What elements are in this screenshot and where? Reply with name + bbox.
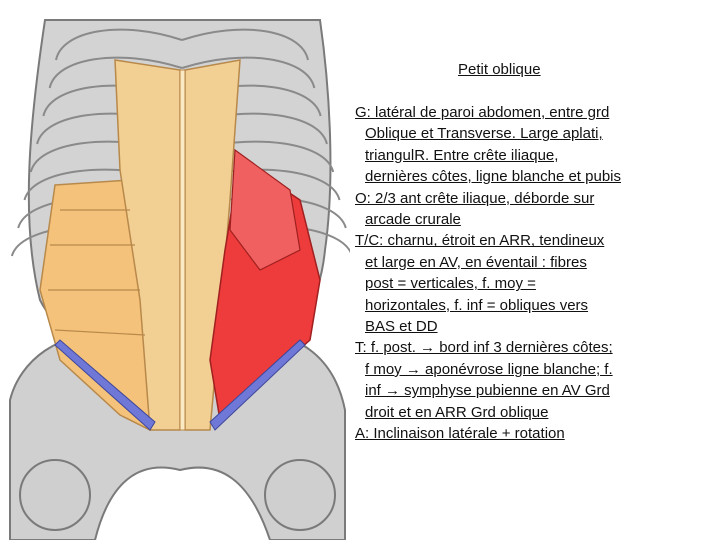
left-tendinous-lines (48, 209, 146, 336)
description-line: A: Inclinaison latérale + rotation (355, 425, 565, 443)
inguinal-ligaments (54, 339, 306, 431)
description-line: droit et en ARR Grd oblique (365, 403, 549, 421)
description-line: et large en AV, en éventail : fibres (365, 253, 587, 271)
right-inguinal-ligament (209, 339, 306, 431)
right-hip-joint (264, 459, 336, 531)
description-line: T: f. post. → bord inf 3 dernières côtes… (355, 339, 613, 357)
left-inguinal-ligament (54, 339, 156, 431)
description-line: f moy → aponévrose ligne blanche; f. (365, 360, 613, 378)
description-line: Oblique et Transverse. Large aplati, (365, 125, 603, 143)
rib (181, 56, 316, 89)
title-rest: etit oblique (468, 61, 541, 78)
rib (55, 28, 183, 61)
anatomy-illustration (9, 19, 350, 540)
description-line: G: latéral de paroi abdomen, entre grd (355, 104, 610, 121)
internal-oblique-upper (229, 148, 301, 271)
left-abdominal-wall (39, 59, 181, 432)
linea-alba (179, 69, 186, 431)
description-line: inf → symphyse pubienne en AV Grd (365, 382, 610, 400)
description-line: O: 2/3 ant crête iliaque, déborde sur (355, 189, 595, 207)
rib (48, 56, 183, 89)
title-first-letter: P (458, 61, 469, 78)
rib (181, 28, 309, 61)
description-line: T/C: charnu, étroit en ARR, tendineux (355, 232, 605, 250)
description-line: triangulR. Entre crête iliaque, (365, 146, 559, 164)
slide-title: Petit oblique (458, 61, 541, 78)
description-line: BAS et DD (365, 318, 438, 336)
left-hip-joint (19, 459, 91, 531)
description-line: horizontales, f. inf = obliques vers (365, 296, 589, 314)
description-line: arcade crurale (365, 211, 461, 229)
description-line: dernières côtes, ligne blanche et pubis (365, 168, 621, 186)
description-line: post = verticales, f. moy = (365, 275, 536, 293)
